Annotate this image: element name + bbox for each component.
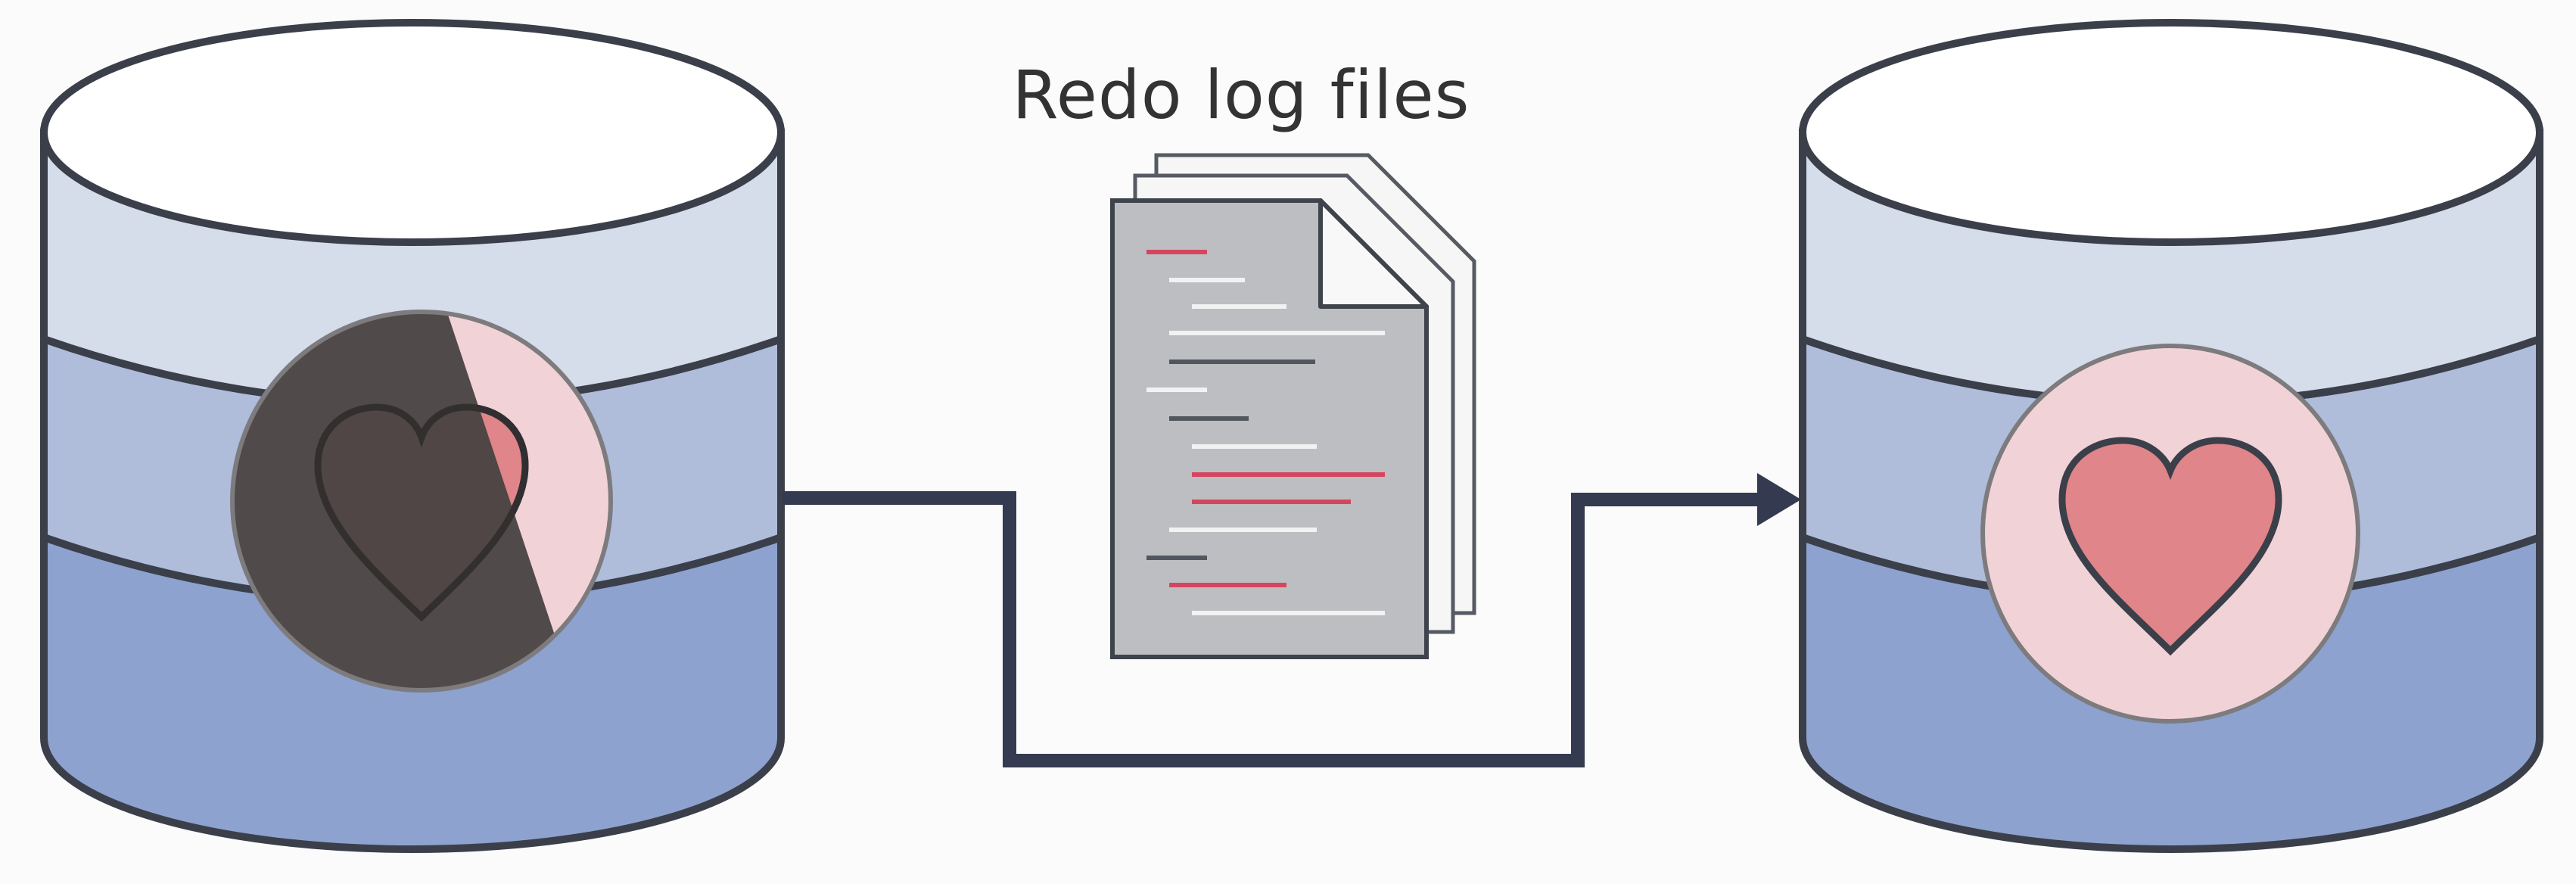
source-heart-badge [230,310,613,693]
log-lines [1146,250,1385,615]
redo-log-files-label: Redo log files [1012,56,1470,134]
replication-connector-arrow-right-icon [782,473,1801,767]
target-heart-icon [2058,437,2282,656]
target-heart-badge [1980,344,2360,724]
redo-log-files-document-stack-icon [1110,153,1476,659]
